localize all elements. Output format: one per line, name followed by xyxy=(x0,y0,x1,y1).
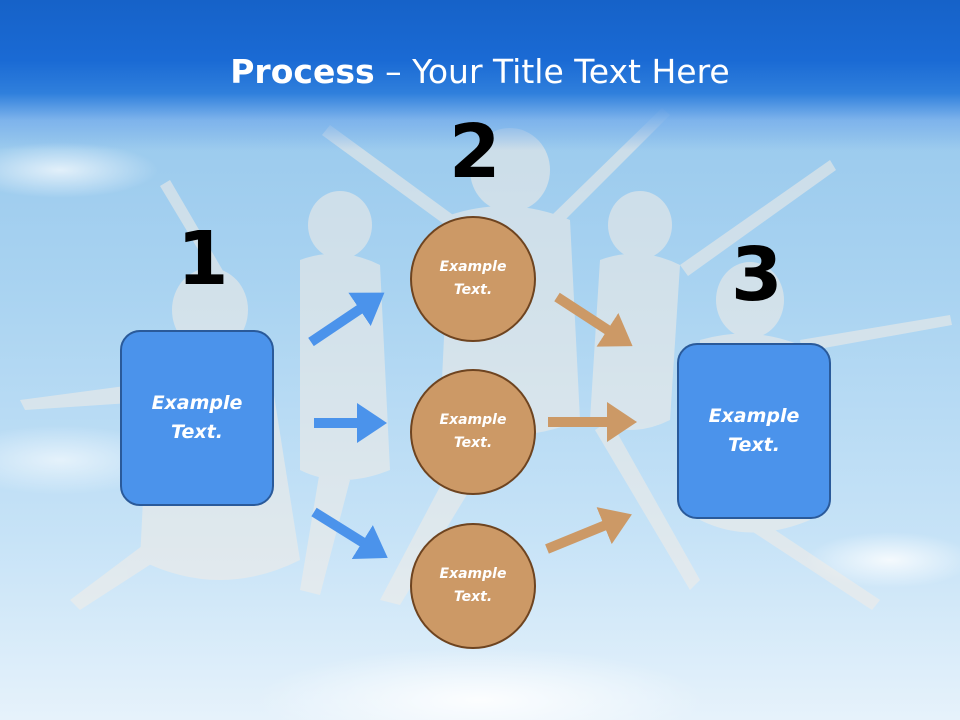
slide-title: Process – Your Title Text Here xyxy=(0,52,960,91)
step-circle-top: Example Text. xyxy=(410,216,536,342)
step-box-1-text: Example Text. xyxy=(151,392,243,443)
circle-bottom-text: Example Text. xyxy=(439,566,507,605)
title-bar xyxy=(0,0,960,150)
step-number-1: 1 xyxy=(177,216,229,302)
step-circle-middle: Example Text. xyxy=(410,369,536,495)
circle-top-text: Example Text. xyxy=(439,259,507,298)
blue-arrow-down xyxy=(311,507,388,560)
title-rest: – Your Title Text Here xyxy=(374,52,730,91)
step-box-1: Example Text. xyxy=(120,330,274,506)
step-number-2: 2 xyxy=(449,109,501,195)
title-bold: Process xyxy=(230,52,375,91)
step-number-3: 3 xyxy=(731,232,783,318)
circle-middle-text: Example Text. xyxy=(439,412,507,451)
step-box-3-text: Example Text. xyxy=(708,405,800,456)
brown-arrow-down xyxy=(554,292,633,347)
blue-arrow-up xyxy=(308,292,385,347)
brown-arrow-up xyxy=(545,507,632,554)
step-box-3: Example Text. xyxy=(677,343,831,519)
step-circle-bottom: Example Text. xyxy=(410,523,536,649)
